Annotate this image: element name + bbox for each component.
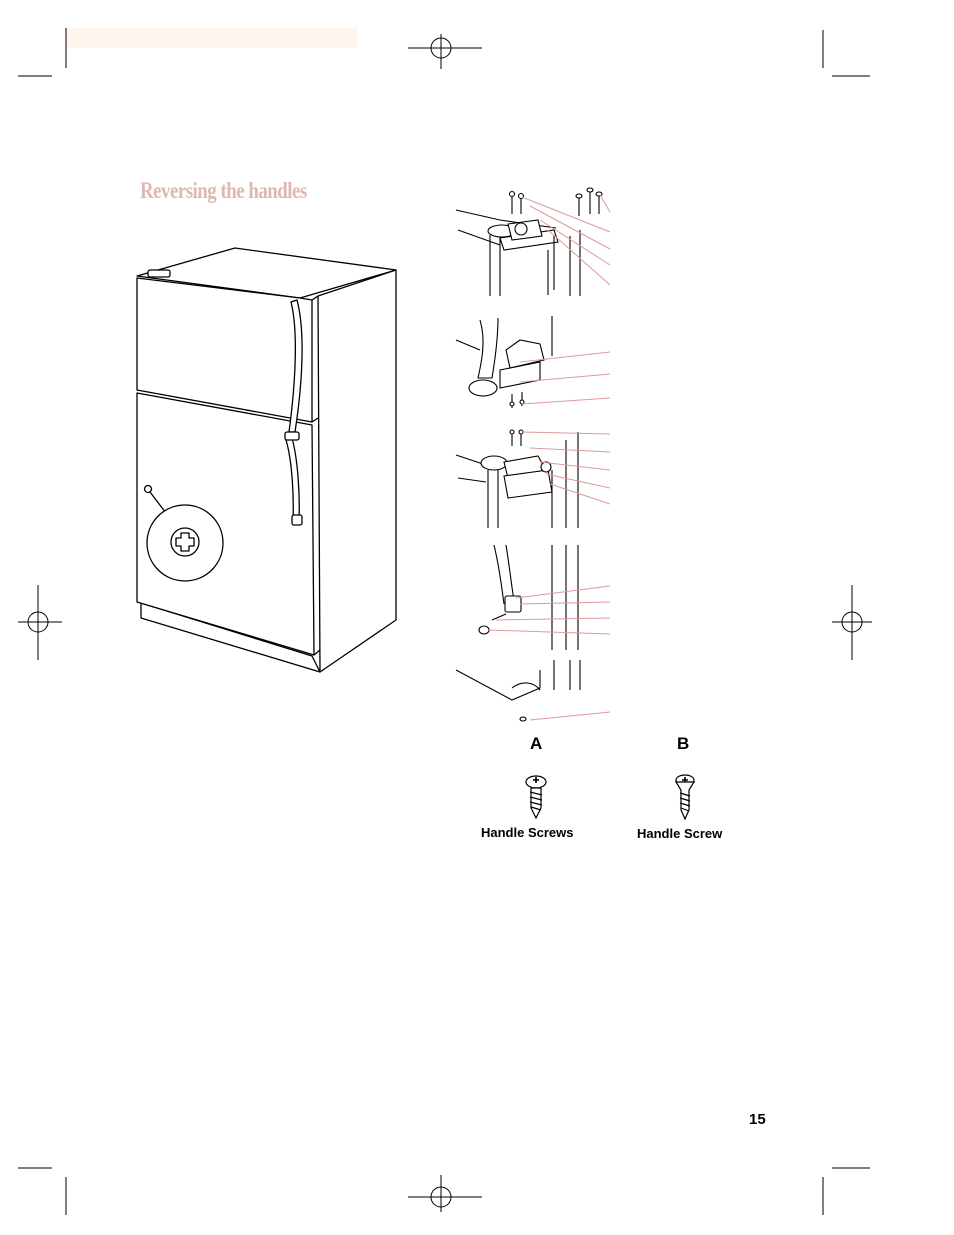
figure-b-label: B <box>677 734 689 754</box>
phillips-flat-head-screw-icon <box>676 775 694 819</box>
crop-marks <box>18 28 870 1215</box>
page-number: 15 <box>749 1111 766 1128</box>
handle-reversal-diagram <box>456 188 602 721</box>
figure-b-caption: Handle Screw <box>637 826 722 841</box>
phillips-pan-head-screw-icon <box>526 776 546 818</box>
figure-a-caption: Handle Screws <box>481 825 574 840</box>
registration-mark-top <box>408 34 482 69</box>
leader-lines <box>488 195 610 720</box>
registration-mark-right <box>832 585 872 660</box>
page-title: Reversing the handles <box>140 178 307 204</box>
refrigerator-illustration <box>137 248 396 672</box>
registration-mark-left <box>18 585 62 660</box>
figure-a-label: A <box>530 734 542 754</box>
registration-mark-bottom <box>408 1175 482 1212</box>
